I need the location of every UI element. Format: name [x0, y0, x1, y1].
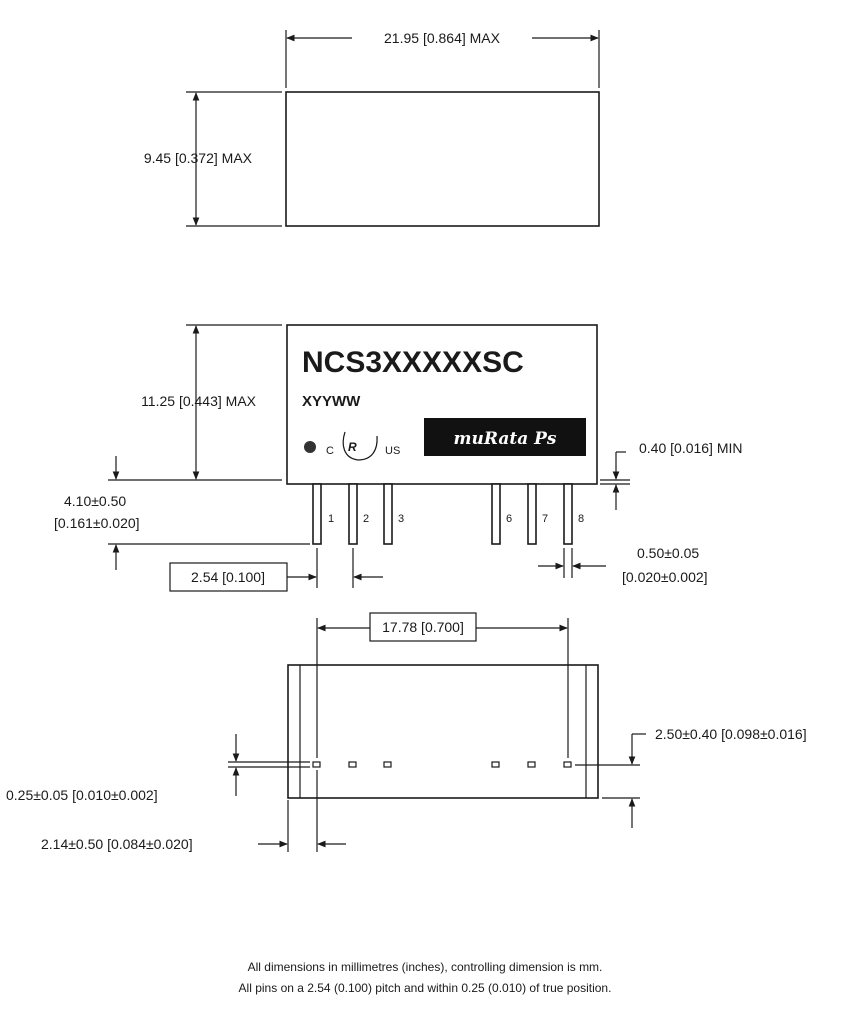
pin-label-8: 8 [578, 513, 584, 525]
pin-footprint-1 [312, 761, 321, 768]
pin-label-2: 2 [363, 513, 369, 525]
pin-footprint-8 [563, 761, 572, 768]
bottom-view: 17.78 [0.700] 2.50±0.40 [0.098±0.016] 0.… [6, 612, 807, 852]
pin-length-label-2: [0.161±0.020] [54, 515, 140, 531]
row-offset-label: 2.50±0.40 [0.098±0.016] [655, 726, 807, 742]
top-width-label: 21.95 [0.864] MAX [384, 30, 501, 46]
cert-us-label: US [385, 445, 400, 457]
cert-c-label: C [326, 445, 334, 457]
pin-8 [563, 483, 573, 545]
pin-footprint-2 [348, 761, 357, 768]
pin-footprint-6 [491, 761, 500, 768]
ur-recognized-icon: R [342, 431, 378, 461]
note-line-1: All dimensions in millimetres (inches), … [248, 960, 603, 974]
date-code: XYYWW [302, 393, 361, 410]
pin-1 [312, 483, 322, 545]
bottom-view-outline [287, 664, 599, 799]
pin-6 [491, 483, 501, 545]
pin-width-label-1: 0.50±0.05 [637, 545, 699, 561]
murata-logo: muRata Ps [424, 418, 586, 456]
svg-text:R: R [348, 440, 357, 454]
standoff-label: 0.40 [0.016] MIN [639, 440, 743, 456]
edge-offset-label: 2.14±0.50 [0.084±0.020] [41, 836, 193, 852]
pin-7 [527, 483, 537, 545]
top-view: 21.95 [0.864] MAX 9.45 [0.372] MAX [144, 30, 600, 227]
pin-label-7: 7 [542, 513, 548, 525]
part-number: NCS3XXXXXSC [302, 346, 524, 379]
pin-footprint-7 [527, 761, 536, 768]
pin-2 [348, 483, 358, 545]
pin-label-3: 3 [398, 513, 404, 525]
span-label-box [369, 612, 477, 642]
pin-3 [383, 483, 393, 545]
pin-footprint-3 [383, 761, 392, 768]
pins [312, 483, 573, 545]
pin-label-1: 1 [328, 513, 334, 525]
pin-thickness-label: 0.25±0.05 [0.010±0.002] [6, 787, 158, 803]
top-height-label: 9.45 [0.372] MAX [144, 150, 253, 166]
pitch-label: 2.54 [0.100] [191, 569, 265, 585]
pin1-indicator-dot [304, 441, 316, 453]
pin-width-label-2: [0.020±0.002] [622, 569, 708, 585]
side-view-outline [286, 324, 598, 485]
logo-text: muRata Ps [453, 429, 556, 449]
span-label: 17.78 [0.700] [382, 619, 464, 635]
logo-background [424, 418, 586, 456]
side-view: NCS3XXXXXSC XYYWW C R US muRata Ps 1 2 3… [54, 324, 743, 592]
pin-label-6: 6 [506, 513, 512, 525]
note-line-2: All pins on a 2.54 (0.100) pitch and wit… [239, 981, 612, 995]
side-height-label: 11.25 [0.443] MAX [141, 393, 257, 409]
top-view-outline [285, 91, 600, 227]
pin-length-label-1: 4.10±0.50 [64, 493, 126, 509]
